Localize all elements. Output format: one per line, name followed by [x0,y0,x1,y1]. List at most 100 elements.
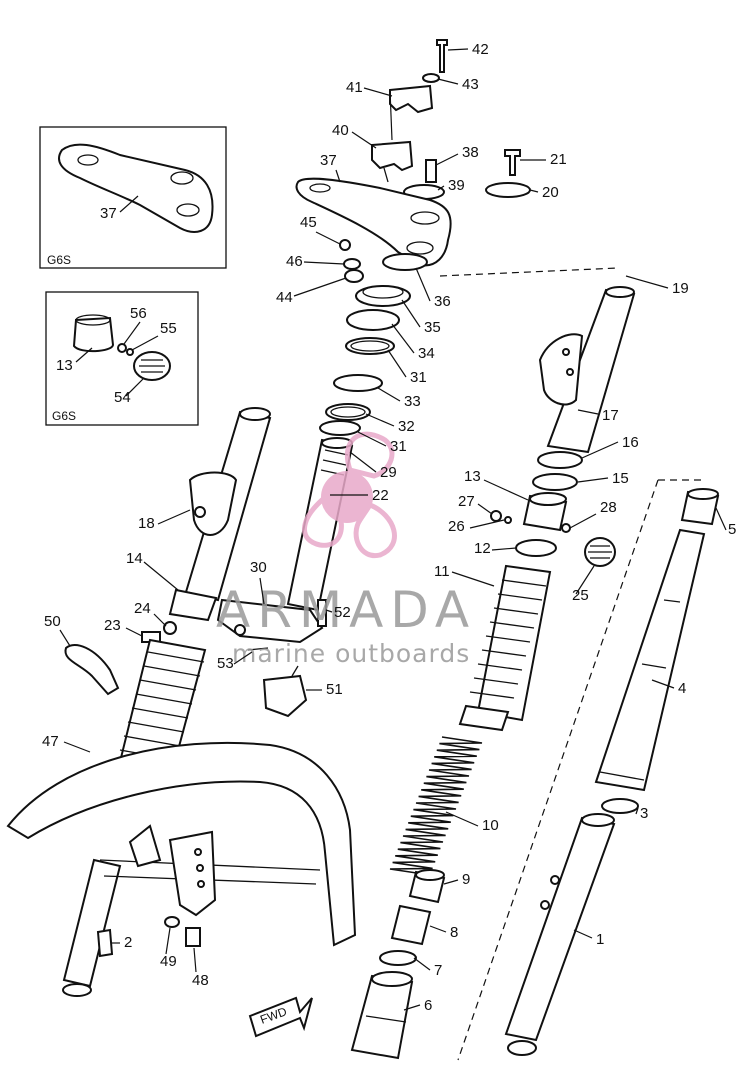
callout-46: 46 [286,253,303,270]
washer-43 [422,73,440,83]
leader-line-13 [483,479,529,501]
lower-slider-left [62,858,122,988]
boot-11 [476,564,552,722]
nut-45 [339,239,351,251]
nut-24 [163,621,177,635]
holder-40 [371,140,414,172]
washer-26 [504,516,512,524]
seal-6 [350,974,414,1060]
callout-1: 1 [596,931,604,948]
leader-line-31 [387,349,407,378]
bolt-52 [317,599,327,627]
washer-16 [537,451,583,469]
callout-54: 54 [114,389,131,406]
washer-46 [343,258,361,270]
callout-13: 13 [464,468,481,485]
callout-48: 48 [192,972,209,989]
ring-nut-36 [382,253,428,271]
washer-15 [532,473,578,491]
callout-52: 52 [334,604,351,621]
left-fork-assembly [62,407,272,997]
leader-line-56 [123,321,141,345]
callout-38: 38 [462,144,479,161]
housing-rim [75,314,111,326]
callout-44: 44 [276,289,293,306]
center-fork-assembly [350,492,616,1060]
callout-40: 40 [332,122,349,139]
inset-frame [39,126,227,269]
race-31-lower [319,420,361,436]
callout-layer: 1234567891011121314151617181920212223242… [42,41,736,1014]
collar-8 [390,904,432,946]
watermark: ARMADA marine outboards [216,431,470,668]
leader-line-26 [469,519,505,529]
cable-guide-51 [262,674,308,718]
inset-frame [45,291,199,426]
bolt-27 [490,510,502,522]
cover-35 [355,285,411,307]
leader-line-47 [63,741,91,753]
callout-30: 30 [250,559,267,576]
callout-6: 6 [424,997,432,1014]
callout-12: 12 [474,540,491,557]
leader-line-50 [59,629,71,647]
outer-slider-1 [504,816,616,1042]
race-33 [333,374,383,392]
front-fender-47 [6,741,357,947]
leader-line-20 [529,189,539,193]
leader-line-36 [415,267,431,302]
callout-13: 13 [56,357,73,374]
bracket-17 [538,333,584,406]
leader-line-42 [447,48,469,51]
bracket-50 [64,643,120,696]
leader-line-19 [625,275,669,289]
callout-50: 50 [44,613,61,630]
leader-line-15 [577,477,609,483]
watermark-tagline: marine outboards [232,639,470,668]
leader-line-18 [157,509,191,525]
callout-34: 34 [418,345,435,362]
callout-42: 42 [472,41,489,58]
washer-49 [164,916,180,928]
leader-line-23 [125,627,143,637]
assembly-guide [439,267,619,277]
callout-22: 22 [372,487,389,504]
leader-line-52 [325,609,333,613]
leader-line-46 [303,261,345,265]
callout-31: 31 [410,369,427,386]
callout-49: 49 [160,953,177,970]
callout-20: 20 [542,184,559,201]
leader-line-8 [429,925,447,933]
callout-25: 25 [572,587,589,604]
leader-line-35 [401,299,421,328]
callout-5: 5 [728,521,736,538]
leader-line-40 [351,131,377,149]
leader-line-27 [477,503,493,515]
bracket-hole [77,154,99,166]
callout-11: 11 [434,563,450,580]
bolt-48 [185,927,201,947]
leader-line-14 [143,561,179,591]
washer [126,348,134,356]
callout-37: 37 [320,152,337,169]
bolt-53 [247,647,269,651]
bolt [117,343,127,353]
callout-3: 3 [640,805,648,822]
leader-line-1 [573,929,593,939]
callout-31: 31 [390,438,407,455]
handle-crown-41 [389,84,434,114]
callout-47: 47 [42,733,59,750]
leader-line-24 [153,613,167,627]
leader-line-48 [193,947,197,973]
callout-2: 2 [124,934,132,951]
leader-line-11 [451,571,495,587]
callout-53: 53 [217,655,234,672]
callout-36: 36 [434,293,451,310]
spring-10 [389,736,483,876]
leader-line-49 [165,927,171,955]
cap-2 [96,928,114,958]
leader-line-12 [491,547,517,551]
leader-line-13 [75,347,93,363]
bolt-21 [504,149,521,176]
